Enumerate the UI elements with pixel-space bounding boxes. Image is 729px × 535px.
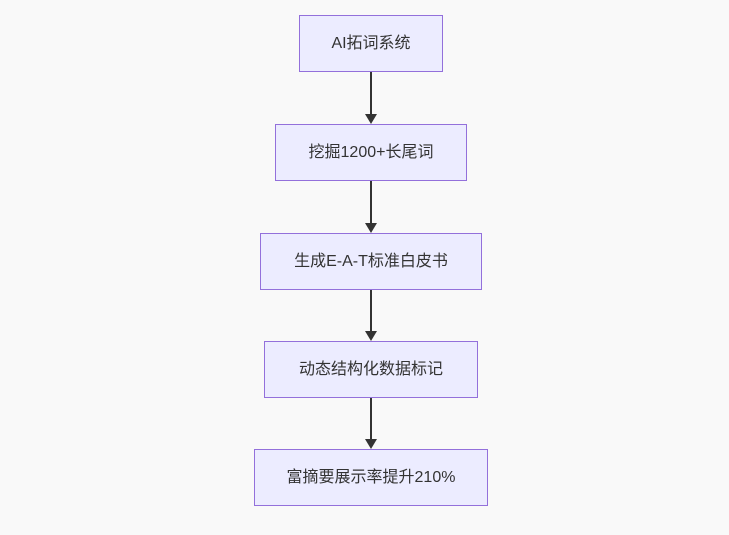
arrowhead-down-icon bbox=[365, 439, 377, 449]
flow-edge bbox=[364, 181, 378, 233]
flow-node-rich-snippet-result: 富摘要展示率提升210% bbox=[254, 449, 488, 506]
flow-node-ai-word-system: AI拓词系统 bbox=[299, 15, 443, 72]
flow-node-structured-data-markup: 动态结构化数据标记 bbox=[264, 341, 478, 398]
edge-line bbox=[370, 72, 372, 114]
edge-line bbox=[370, 398, 372, 439]
flow-node-label: 富摘要展示率提升210% bbox=[286, 468, 456, 486]
flow-edge bbox=[364, 398, 378, 449]
arrowhead-down-icon bbox=[365, 223, 377, 233]
flow-node-label: AI拓词系统 bbox=[331, 34, 411, 52]
flow-edge bbox=[364, 290, 378, 341]
flow-node-eat-whitepaper: 生成E-A-T标准白皮书 bbox=[260, 233, 482, 290]
flow-node-label: 挖掘1200+长尾词 bbox=[308, 143, 434, 161]
arrowhead-down-icon bbox=[365, 331, 377, 341]
edge-line bbox=[370, 290, 372, 331]
arrowhead-down-icon bbox=[365, 114, 377, 124]
flow-edge bbox=[364, 72, 378, 124]
flow-node-label: 生成E-A-T标准白皮书 bbox=[294, 252, 448, 270]
flow-node-longtail-mining: 挖掘1200+长尾词 bbox=[275, 124, 467, 181]
edge-line bbox=[370, 181, 372, 223]
flow-node-label: 动态结构化数据标记 bbox=[298, 360, 443, 378]
